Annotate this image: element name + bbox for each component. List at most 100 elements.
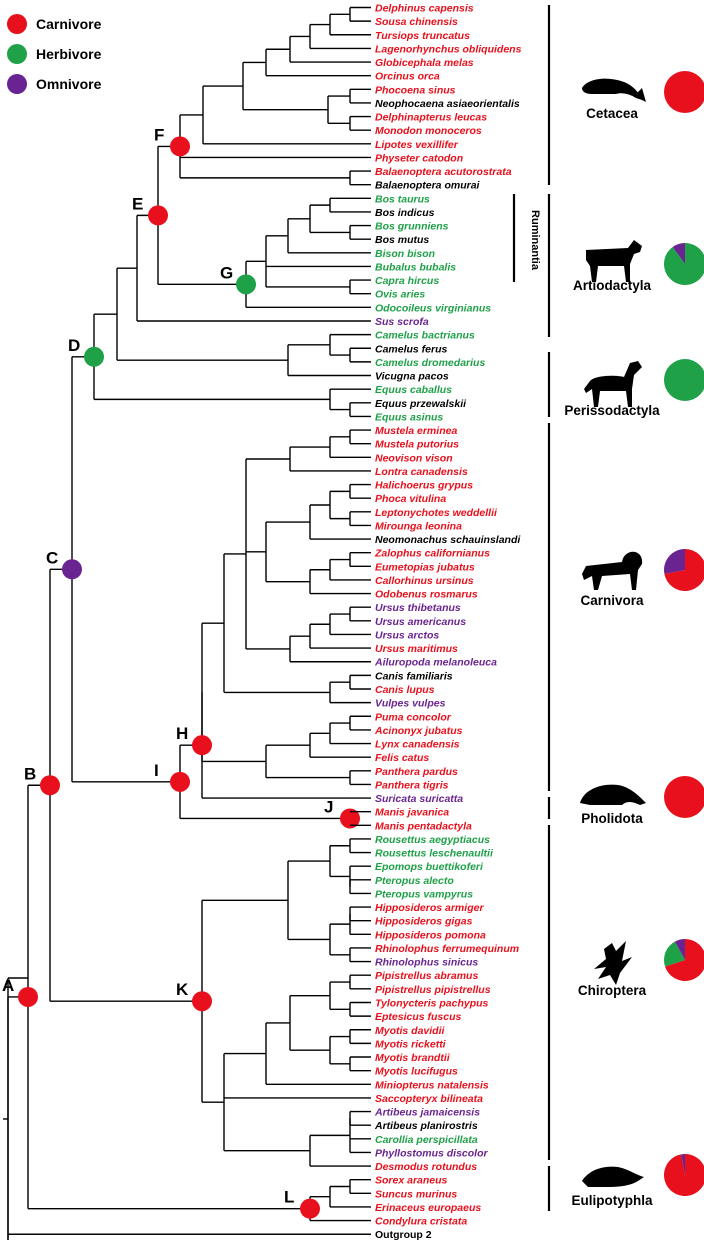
pie-slice-omnivore — [681, 1154, 685, 1175]
taxon-label: Ovis aries — [375, 289, 425, 301]
clade-chiroptera: Chiroptera — [547, 825, 704, 1160]
taxon-label: Mustela putorius — [375, 439, 459, 451]
taxon-label: Eumetopias jubatus — [375, 561, 475, 573]
taxon-label: Acinonyx jubatus — [374, 725, 463, 737]
taxon-label: Rousettus aegyptiacus — [375, 834, 490, 846]
node-A-marker — [18, 986, 38, 1007]
taxon-label: Epomops buettikoferi — [375, 861, 484, 873]
node-F-marker — [170, 136, 190, 157]
taxon-label: Balaenoptera omurai — [375, 180, 481, 192]
taxon-label: Artibeus jamaicensis — [374, 1107, 480, 1119]
taxon-label: Myotis ricketti — [375, 1038, 447, 1050]
taxon-label: Sus scrofa — [375, 316, 429, 328]
taxon-label: Rhinolophus sinicus — [375, 957, 478, 969]
node-I-label: I — [154, 761, 159, 780]
node-G-marker — [236, 274, 256, 295]
taxon-label: Neophocaena asiaeorientalis — [375, 98, 520, 110]
node-B-label: B — [24, 764, 36, 783]
taxon-label: Mirounga leonina — [375, 520, 462, 532]
taxon-label: Bubalus bubalis — [375, 261, 456, 273]
pie-slice-omnivore — [664, 549, 685, 574]
clade-label: Carnivora — [580, 593, 644, 608]
taxon-label: Rousettus leschenaultii — [375, 848, 494, 860]
diet-pie-chart — [664, 359, 704, 401]
taxon-label: Ailuropoda melanoleuca — [374, 657, 497, 669]
node-K-label: K — [176, 980, 189, 999]
taxon-label: Pipistrellus abramus — [375, 970, 478, 982]
taxon-label: Lipotes vexillifer — [375, 139, 459, 151]
clade-label: Eulipotyphla — [572, 1193, 653, 1208]
node-E-marker — [148, 205, 168, 226]
taxon-label: Bos taurus — [375, 193, 430, 205]
taxon-label: Myotis brandtii — [375, 1052, 451, 1064]
taxon-label: Bos grunniens — [375, 221, 449, 233]
taxon-label: Lagenorhynchus obliquidens — [375, 43, 522, 55]
taxon-label: Myotis lucifugus — [375, 1066, 458, 1078]
taxon-label: Globicephala melas — [375, 57, 474, 69]
pie-slice-herbivore — [664, 243, 704, 285]
diet-pie-chart — [664, 549, 704, 591]
taxon-label: Ursus americanus — [375, 616, 466, 628]
taxon-label: Vulpes vulpes — [375, 698, 446, 710]
node-C-marker — [62, 559, 82, 580]
taxon-label: Manis pentadactyla — [375, 820, 472, 832]
taxon-label: Odobenus rosmarus — [375, 589, 478, 601]
node-J-marker — [340, 808, 360, 829]
taxon-label: Balaenoptera acutorostrata — [375, 166, 512, 178]
taxon-label: Halichoerus grypus — [375, 480, 473, 492]
diet-pie-chart — [664, 776, 704, 818]
clade-artiodactyla: Artiodactyla — [547, 194, 704, 337]
taxon-label: Equus asinus — [375, 411, 443, 423]
carnivore-legend-swatch — [7, 14, 27, 34]
pie-slice-herbivore — [664, 359, 704, 401]
node-K-marker — [192, 991, 212, 1012]
node-B-marker — [40, 775, 60, 796]
pie-slice-carnivore — [664, 1154, 704, 1196]
diet-pie-chart — [664, 939, 704, 981]
taxon-label: Neomonachus schauinslandi — [375, 534, 521, 546]
node-C-label: C — [46, 548, 58, 567]
clade-label: Chiroptera — [578, 983, 647, 998]
node-E-label: E — [132, 194, 143, 213]
pie-slice-omnivore — [674, 939, 685, 960]
taxon-label: Lontra canadensis — [375, 466, 468, 478]
omnivore-legend-swatch — [7, 74, 27, 94]
node-L-label: L — [284, 1188, 294, 1207]
taxon-label: Bison bison — [375, 248, 435, 260]
node-G-label: G — [220, 263, 233, 282]
ruminantia-label: Ruminantia — [529, 210, 541, 271]
herbivore-legend-swatch — [7, 44, 27, 64]
pie-slice-herbivore — [664, 941, 685, 967]
taxon-label: Ursus thibetanus — [375, 602, 461, 614]
taxon-label: Mustela erminea — [375, 425, 457, 437]
clade-label: Artiodactyla — [573, 278, 652, 293]
tree-branches — [3, 7, 371, 1240]
taxon-label: Phocoena sinus — [375, 84, 456, 96]
node-I-marker — [170, 771, 190, 792]
taxon-label: Lynx canadensis — [375, 739, 460, 751]
taxon-label: Bos indicus — [375, 207, 435, 219]
clade-pholidota: Pholidota — [547, 776, 704, 826]
taxon-label: Hipposideros armiger — [375, 902, 484, 914]
taxon-label: Rhinolophus ferrumequinum — [375, 943, 519, 955]
clade-label: Pholidota — [581, 811, 643, 826]
taxon-label: Leptonychotes weddellii — [375, 507, 498, 519]
taxon-label: Hipposideros pomona — [375, 929, 486, 941]
taxon-label: Equus caballus — [375, 384, 452, 396]
legend-label: Herbivore — [36, 46, 102, 62]
taxon-label: Eptesicus fuscus — [375, 1011, 462, 1023]
taxon-label: Vicugna pacos — [375, 371, 449, 383]
node-L-marker — [300, 1198, 320, 1219]
taxon-label: Condylura cristata — [375, 1216, 467, 1228]
taxon-label: Camelus dromedarius — [375, 357, 485, 369]
taxon-label: Tylonycteris pachypus — [375, 997, 489, 1009]
taxon-label: Pipistrellus pipistrellus — [375, 984, 491, 996]
taxon-label: Sousa chinensis — [375, 16, 458, 28]
clade-carnivora: Carnivora — [547, 423, 704, 791]
taxon-label: Desmodus rotundus — [375, 1161, 477, 1173]
taxon-label: Callorhinus ursinus — [375, 575, 474, 587]
clade-cetacea: Cetacea — [547, 5, 704, 185]
diet-pie-chart — [664, 243, 704, 285]
